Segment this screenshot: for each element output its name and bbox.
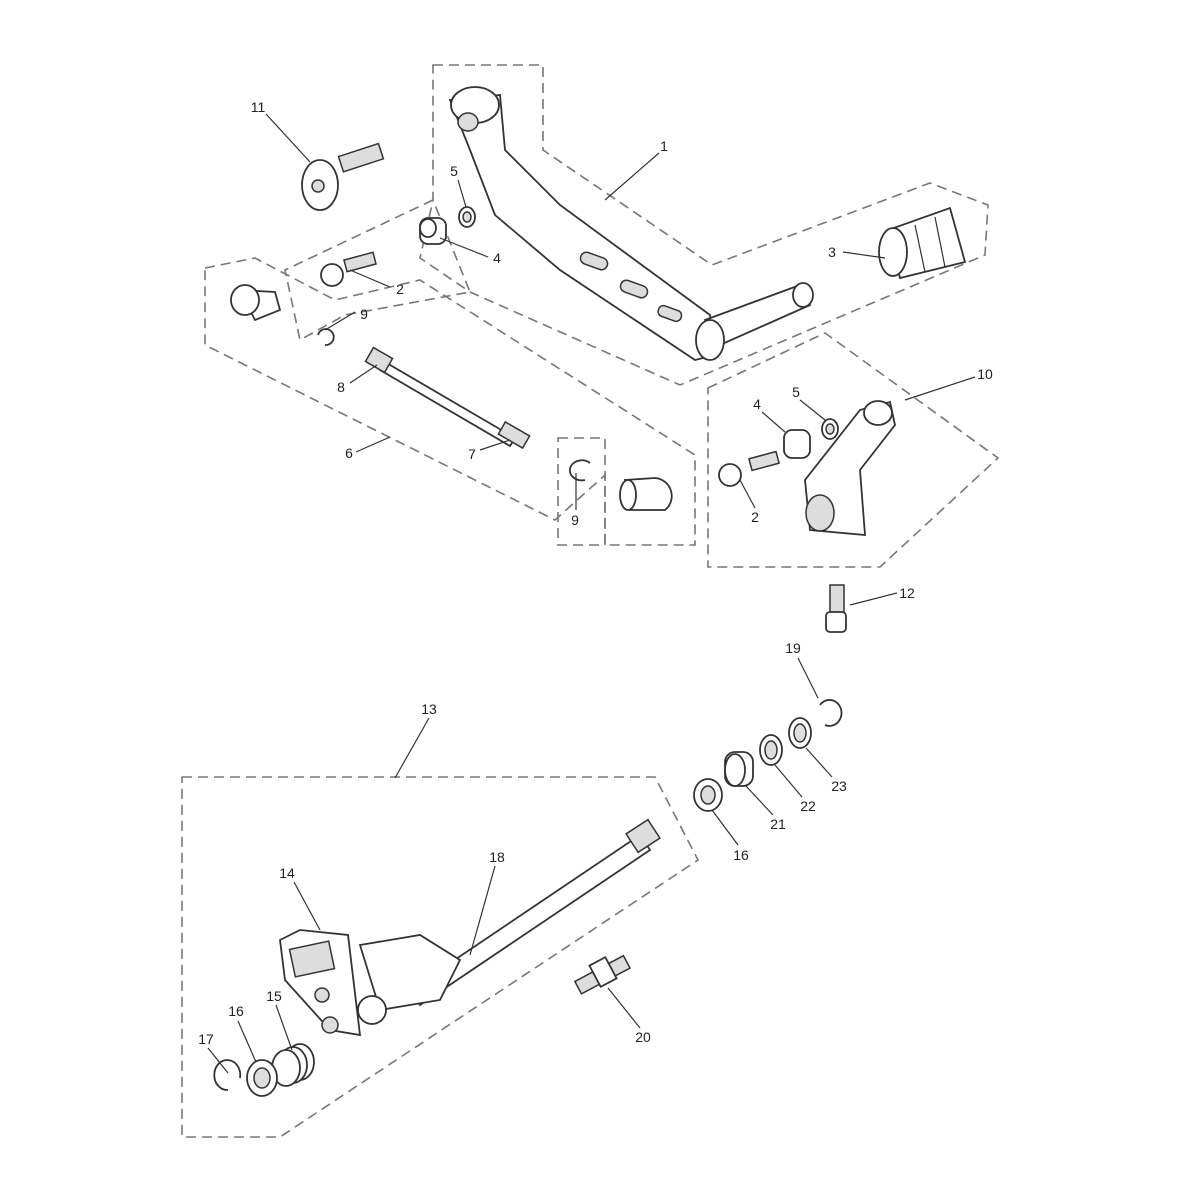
callout-9: 9 bbox=[571, 512, 579, 528]
callout-5: 5 bbox=[792, 384, 800, 400]
group-outline-ball-joint bbox=[284, 198, 472, 342]
callout-16: 16 bbox=[733, 847, 749, 863]
callout-11: 11 bbox=[251, 99, 266, 115]
callout-6: 6 bbox=[345, 445, 353, 461]
selector-plate-part[interactable] bbox=[279, 929, 462, 1037]
callout-15: 15 bbox=[266, 988, 282, 1004]
callout-1: 1 bbox=[660, 138, 668, 154]
callout-5: 5 bbox=[450, 163, 458, 179]
washer-22-part[interactable] bbox=[759, 734, 783, 766]
callout-4: 4 bbox=[493, 250, 501, 266]
washer-5b-part[interactable] bbox=[821, 418, 839, 440]
pivot-bolt-part[interactable] bbox=[301, 142, 385, 211]
circlip-17-part[interactable] bbox=[213, 1059, 242, 1091]
linkage-rod-part[interactable] bbox=[364, 346, 531, 450]
callout-17: 17 bbox=[198, 1031, 214, 1047]
spacer-4b-part[interactable] bbox=[783, 429, 811, 459]
clip-9-part[interactable] bbox=[317, 328, 335, 346]
callout-2: 2 bbox=[751, 509, 759, 525]
circlip-19-part[interactable] bbox=[819, 699, 843, 727]
callout-9: 9 bbox=[360, 306, 368, 322]
bolt-12-part[interactable] bbox=[825, 584, 847, 633]
callout-19: 19 bbox=[785, 640, 801, 656]
callout-2: 2 bbox=[396, 281, 404, 297]
callout-10: 10 bbox=[977, 366, 993, 382]
ball-stud-part[interactable] bbox=[320, 251, 377, 287]
callout-7: 7 bbox=[468, 446, 476, 462]
callout-3: 3 bbox=[828, 244, 836, 260]
callout-18: 18 bbox=[489, 849, 505, 865]
callout-20: 20 bbox=[635, 1029, 651, 1045]
ball-cup-b-part[interactable] bbox=[619, 477, 673, 511]
washer-16b-part[interactable] bbox=[693, 778, 723, 812]
lever-arm-part[interactable] bbox=[804, 400, 896, 536]
group-outline-linkage-rod bbox=[204, 257, 696, 546]
ball-stud-b-part[interactable] bbox=[718, 450, 780, 487]
group-outline-clip-9 bbox=[557, 437, 606, 546]
callout-4: 4 bbox=[753, 396, 761, 412]
group-outline-lever-arm bbox=[707, 332, 1000, 568]
group-outline-shaft bbox=[181, 776, 700, 1138]
ball-cup-part[interactable] bbox=[230, 284, 282, 322]
gear-lever-part[interactable] bbox=[448, 86, 814, 361]
washer-23-part[interactable] bbox=[788, 717, 812, 749]
clip-9b-part[interactable] bbox=[568, 459, 591, 482]
spring-15-part[interactable] bbox=[271, 1043, 315, 1087]
leader-lines bbox=[207, 113, 976, 1074]
callout-8: 8 bbox=[337, 379, 345, 395]
footpeg-rubber-part[interactable] bbox=[878, 206, 967, 280]
spacer-4-part[interactable] bbox=[419, 217, 447, 245]
group-outline-lever bbox=[419, 64, 989, 386]
callout-14: 14 bbox=[279, 865, 295, 881]
callout-23: 23 bbox=[831, 778, 847, 794]
callout-13: 13 bbox=[421, 701, 437, 717]
washer-5-part[interactable] bbox=[458, 206, 476, 228]
callout-16: 16 bbox=[228, 1003, 244, 1019]
stud-20-part[interactable] bbox=[573, 954, 632, 995]
bush-21-part[interactable] bbox=[724, 751, 754, 787]
callout-12: 12 bbox=[899, 585, 915, 601]
callout-22: 22 bbox=[800, 798, 816, 814]
washer-16a-part[interactable] bbox=[246, 1059, 278, 1097]
callout-21: 21 bbox=[770, 816, 786, 832]
